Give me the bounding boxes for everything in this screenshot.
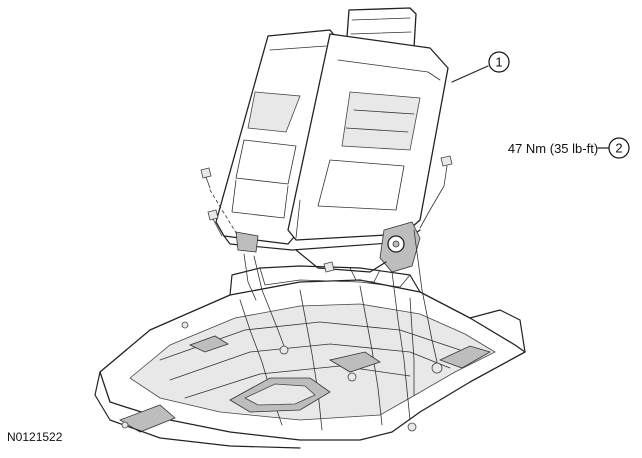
callout-2-circle xyxy=(608,137,630,159)
fasteners xyxy=(200,155,453,273)
bolt-icon xyxy=(207,209,223,237)
bolt-icon xyxy=(323,261,335,273)
callout-2-torque-label: 47 Nm (35 lb-ft) xyxy=(508,141,598,156)
callout-1: 1 xyxy=(451,51,510,83)
callout-2: 47 Nm (35 lb-ft) 2 xyxy=(508,137,630,159)
figure-id: N0121522 xyxy=(7,430,63,444)
callout-1-circle xyxy=(488,51,510,73)
callout-2-number: 2 xyxy=(615,141,622,156)
seat-back xyxy=(215,29,449,283)
callout-1-number: 1 xyxy=(495,55,502,70)
installation-lines xyxy=(209,189,438,421)
bolt-icon xyxy=(419,155,453,229)
bolt-icon xyxy=(200,167,212,189)
floor-pan xyxy=(94,265,526,449)
